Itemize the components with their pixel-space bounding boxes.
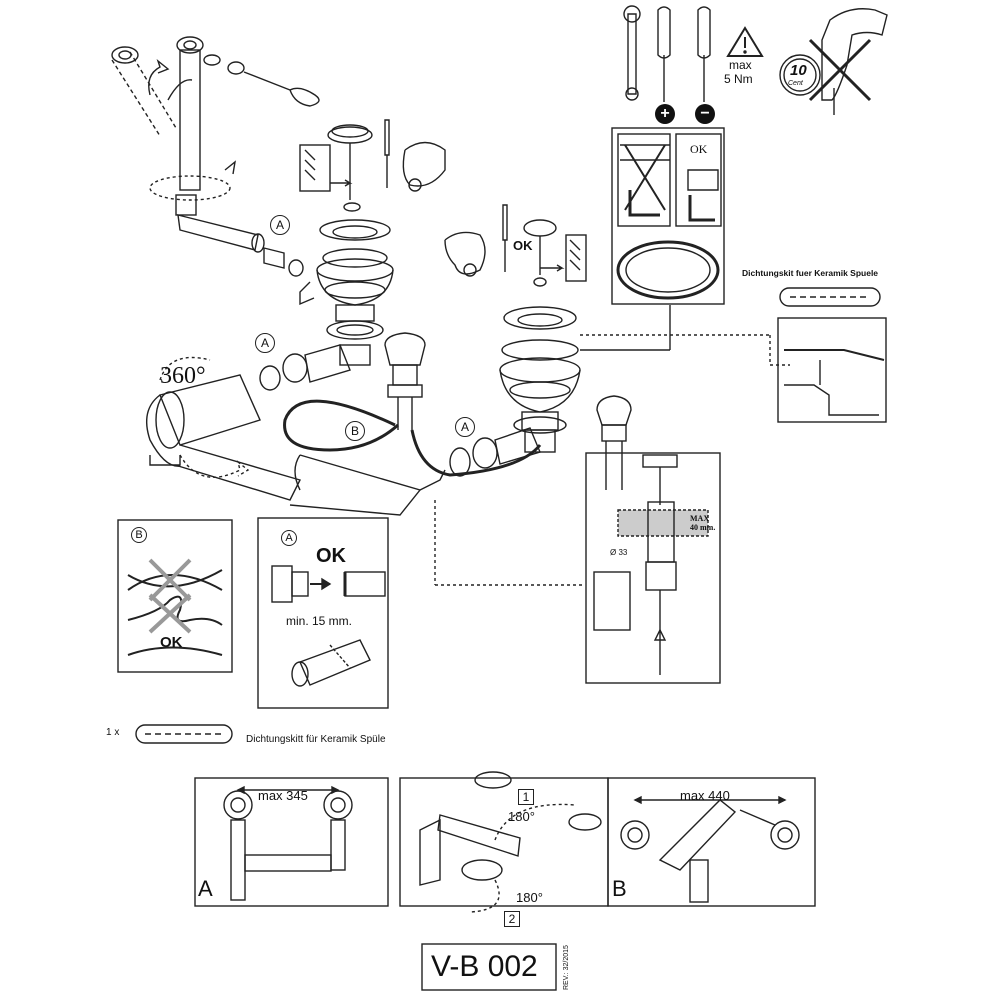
drawing-code-box — [421, 943, 557, 991]
connection-arrows — [434, 305, 790, 586]
panel-a-callout: A — [281, 530, 297, 546]
variant-b-dimension: max 440 — [680, 788, 730, 803]
required-tools — [623, 5, 888, 115]
left-strainer-basket — [299, 119, 446, 340]
rotation-angle-2: 180° — [516, 890, 543, 905]
valve-installation-detail — [585, 395, 721, 684]
min-length-label: min. 15 mm. — [286, 614, 353, 628]
panel-b-cable-routing — [117, 519, 233, 673]
right-strainer-basket — [444, 204, 587, 434]
seal-ok-label: OK — [690, 142, 708, 156]
coin-sub: Cent — [788, 80, 803, 87]
ceramic-sink-detail — [777, 287, 887, 423]
callout-a-right: A — [455, 417, 475, 437]
hole-diameter-label: Ø 33 — [610, 548, 628, 557]
parts-qty: 1 x — [106, 727, 120, 738]
warning-max-label: max — [729, 58, 752, 72]
variant-b-letter: B — [612, 876, 627, 901]
callout-a-top: A — [270, 215, 290, 235]
pop-up-valve — [283, 332, 542, 477]
plus-screwdriver-icon: + — [655, 104, 675, 124]
callout-a-left: A — [255, 333, 275, 353]
max-depth-label: MAX 40 mm. — [690, 514, 716, 532]
drawing-code: V-B 002 — [431, 950, 538, 983]
panel-b-ok: OK — [160, 634, 183, 651]
seal-detail-box — [611, 127, 725, 305]
variant-a-letter: A — [198, 876, 213, 901]
strainer-ok-label: OK — [513, 238, 533, 253]
minus-screwdriver-icon: − — [695, 104, 715, 124]
drain-pipes — [146, 344, 556, 516]
panel-a-pipe-insertion — [257, 517, 389, 709]
revision-label: REV.: 32/2015 — [563, 945, 570, 990]
putty-rope-icon — [135, 724, 233, 744]
rotation-angle-1: 180° — [508, 809, 535, 824]
callout-b: B — [345, 421, 365, 441]
panel-a-ok: OK — [316, 545, 346, 567]
rotation-step-2: 2 — [504, 911, 520, 927]
rotation-step-1: 1 — [518, 789, 534, 805]
ceramic-kit-title: Dichtungskit fuer Keramik Spuele — [742, 268, 879, 278]
variant-panels — [194, 771, 816, 913]
rotation-360-label: 360° — [160, 363, 206, 389]
parts-description: Dichtungskitt für Keramik Spüle — [246, 734, 386, 745]
overflow-pipe-assembly — [111, 36, 320, 277]
panel-b-callout: B — [131, 527, 147, 543]
variant-a-dimension: max 345 — [258, 788, 308, 803]
coin-value: 10 — [790, 62, 807, 79]
warning-torque-label: 5 Nm — [724, 72, 753, 86]
